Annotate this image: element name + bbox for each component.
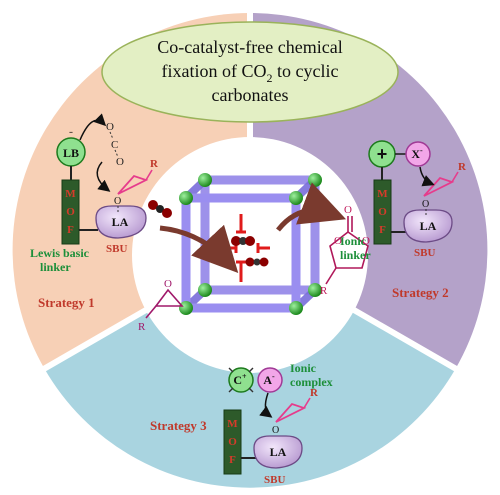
la-label-2: LA bbox=[420, 219, 437, 233]
title-line-1: Co-catalyst-free chemical bbox=[157, 37, 342, 57]
la-blob-1 bbox=[95, 205, 147, 239]
epoxide-r-2: R bbox=[458, 161, 467, 173]
mof-letter-m-1: M bbox=[65, 188, 76, 200]
product-oxo-label: O bbox=[344, 204, 352, 216]
plus-ion-label: + bbox=[377, 144, 388, 164]
product-r-label: R bbox=[320, 285, 328, 297]
product-o-left-label: O bbox=[334, 235, 342, 247]
arrow-anion-to-epoxide bbox=[259, 392, 273, 418]
co2-molecule-cage-1 bbox=[231, 236, 255, 246]
cyclic-carbonate-product bbox=[325, 216, 369, 285]
strategy-3-label: Strategy 3 bbox=[150, 418, 207, 433]
ionic-complex-line-1: Ionic bbox=[290, 361, 317, 375]
sbu-label-3: SBU bbox=[264, 474, 285, 486]
title-line-3: carbonates bbox=[212, 85, 289, 105]
svg-text:O: O bbox=[106, 121, 114, 133]
anion-circle bbox=[257, 367, 283, 393]
strategy-1-label: Strategy 1 bbox=[38, 295, 95, 310]
center-arrow-in bbox=[159, 224, 239, 273]
lewis-basic-linker-line-1: Lewis basic bbox=[30, 246, 90, 260]
strategy-1-group: LB ¨ M O F LA SBU O C O R O Lewis basic bbox=[30, 113, 159, 310]
epoxide-r-1: R bbox=[150, 158, 159, 170]
svg-text:O: O bbox=[116, 156, 124, 168]
mof-letter-f-3: F bbox=[229, 454, 236, 466]
mof-bar-1 bbox=[61, 179, 80, 245]
anion-label: A- bbox=[263, 372, 275, 387]
mof-letter-o-1: O bbox=[66, 206, 75, 218]
epoxide-o-3: O bbox=[272, 425, 279, 436]
co2-molecule-incoming bbox=[148, 200, 172, 218]
x-ion-circle bbox=[405, 141, 431, 167]
arrow-x-to-epoxide bbox=[419, 166, 435, 187]
la-label-3: LA bbox=[270, 445, 287, 459]
svg-text:C: C bbox=[111, 139, 118, 151]
mof-letter-m-3: M bbox=[227, 418, 238, 430]
strategy-2-label: Strategy 2 bbox=[392, 285, 449, 300]
cage-nodes bbox=[179, 173, 322, 315]
epoxide-o-2: O bbox=[422, 199, 429, 210]
strategy-2-group: + X- M O F LA SBU R O Ionic linker Strat… bbox=[340, 140, 467, 300]
lewis-basic-linker-line-2: linker bbox=[40, 260, 71, 274]
co2-molecule-cage-2 bbox=[245, 257, 269, 267]
epoxide-o-label: O bbox=[164, 278, 172, 290]
lb-label: LB bbox=[63, 146, 79, 160]
ionic-linker-line-1: Ionic bbox=[340, 234, 367, 248]
mof-bar-3 bbox=[223, 409, 242, 475]
mof-letter-o-2: O bbox=[378, 206, 387, 218]
mof-bar-2 bbox=[373, 179, 392, 245]
title-line-2: fixation of CO2 to cyclic bbox=[162, 61, 339, 85]
x-ion-label: X- bbox=[411, 146, 423, 161]
sbu-label-2: SBU bbox=[414, 247, 435, 259]
sbu-label-1: SBU bbox=[106, 243, 127, 255]
center-arrow-out bbox=[276, 182, 347, 232]
title-bubble bbox=[101, 21, 399, 123]
epoxide-r-3: R bbox=[310, 387, 319, 399]
arrow-lb-to-co2 bbox=[79, 113, 107, 141]
ionic-linker-line-2: linker bbox=[340, 248, 371, 262]
cation-label: C+ bbox=[233, 372, 247, 387]
arrow-co2-to-epoxide bbox=[96, 161, 111, 192]
mof-letter-o-3: O bbox=[228, 436, 237, 448]
epoxide-substrate-center bbox=[145, 288, 184, 319]
cation-circle bbox=[228, 367, 254, 393]
co2-dashed-1: O C O bbox=[106, 121, 124, 168]
epoxide-o-1: O bbox=[114, 196, 121, 207]
epoxide-3 bbox=[275, 402, 307, 423]
la-label-1: LA bbox=[112, 215, 129, 229]
lone-pair-dots: ¨ bbox=[69, 132, 74, 142]
la-blob-3 bbox=[253, 435, 303, 469]
epoxide-1 bbox=[117, 174, 149, 195]
mof-letter-f-2: F bbox=[379, 224, 386, 236]
ionic-complex-line-2: complex bbox=[290, 375, 333, 389]
la-blob-2 bbox=[403, 209, 453, 243]
epoxide-2 bbox=[423, 176, 455, 197]
product-o-right-label: O bbox=[362, 235, 370, 247]
epoxide-r-label: R bbox=[138, 321, 146, 333]
mof-letter-m-2: M bbox=[377, 188, 388, 200]
strategy-3-group: C+ A- Ionic complex M O F LA SBU R O Str… bbox=[150, 361, 333, 486]
mof-letter-f-1: F bbox=[67, 224, 74, 236]
